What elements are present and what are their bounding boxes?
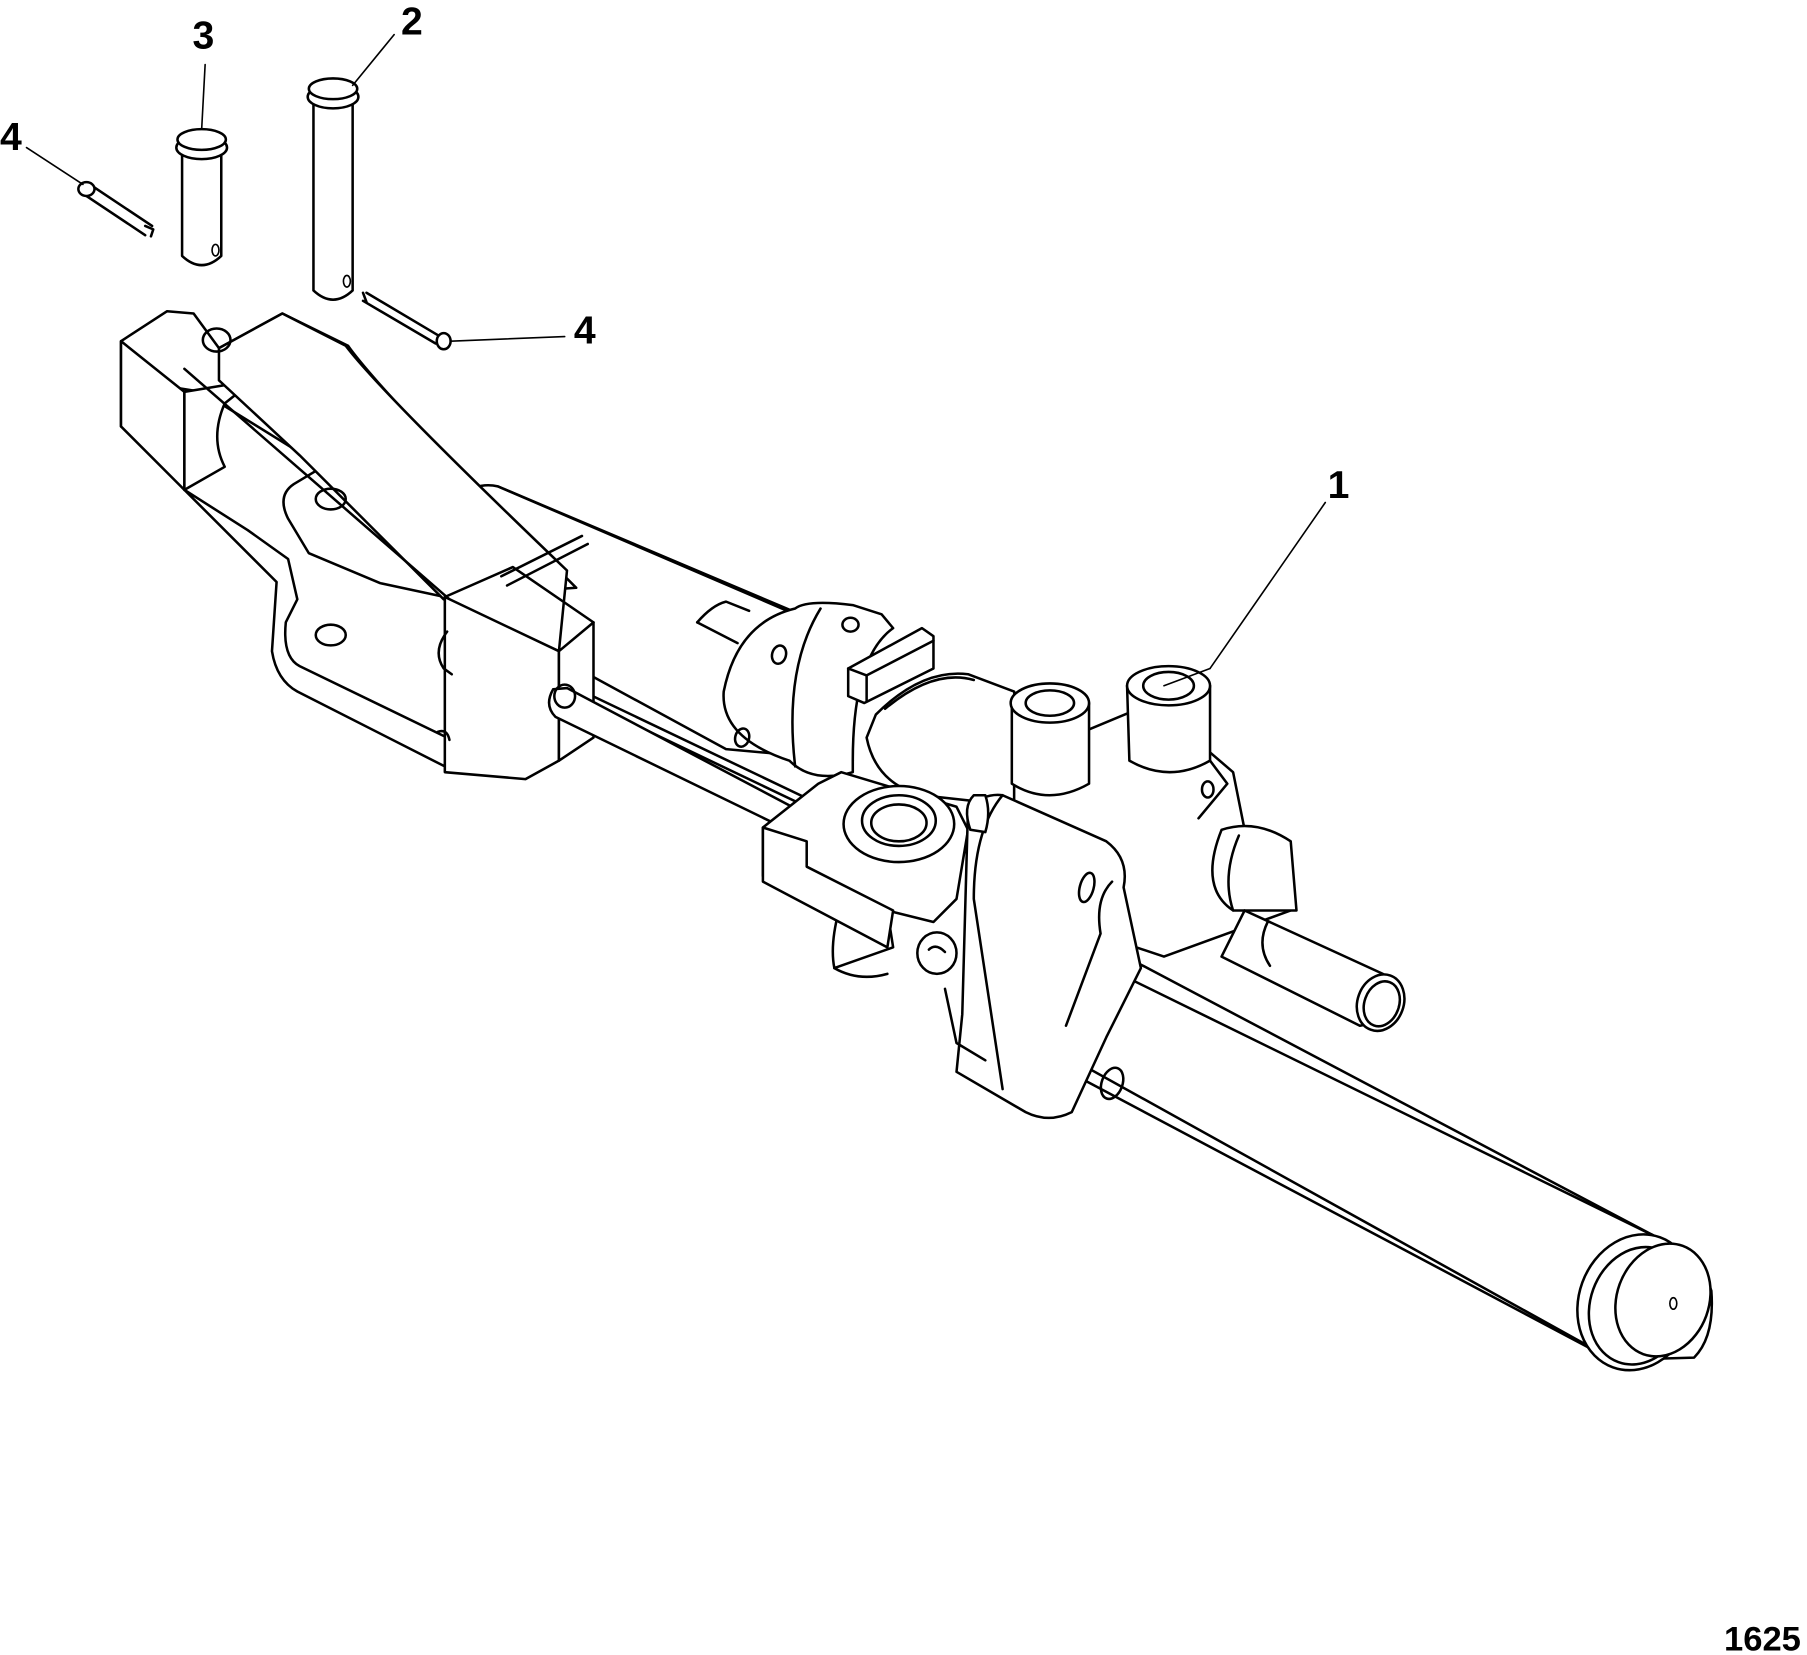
leader-4-left <box>25 146 84 186</box>
clamp-block <box>916 793 1143 1120</box>
leader-3 <box>200 63 206 130</box>
leader-4-right <box>449 335 566 342</box>
leader-lines <box>25 33 1327 670</box>
cotter-pin-right <box>361 291 452 351</box>
callout-4-left: 4 <box>0 116 22 159</box>
right-output-tube <box>1220 909 1406 1033</box>
cylinder-assembly <box>119 309 1714 1372</box>
leader-1 <box>1209 501 1327 670</box>
leader-2 <box>351 33 395 87</box>
cotter-pin-left <box>77 180 155 238</box>
clevis-bracket <box>119 309 595 781</box>
callout-3: 3 <box>192 14 214 57</box>
clevis-pin-short <box>175 127 229 267</box>
rod-end-swivel <box>761 770 970 979</box>
callout-1: 1 <box>1328 464 1350 507</box>
figure-number: 1625 <box>1724 1620 1801 1655</box>
callout-4-right: 4 <box>574 309 596 352</box>
callout-2: 2 <box>401 1 423 44</box>
clevis-pin-long <box>306 77 360 301</box>
